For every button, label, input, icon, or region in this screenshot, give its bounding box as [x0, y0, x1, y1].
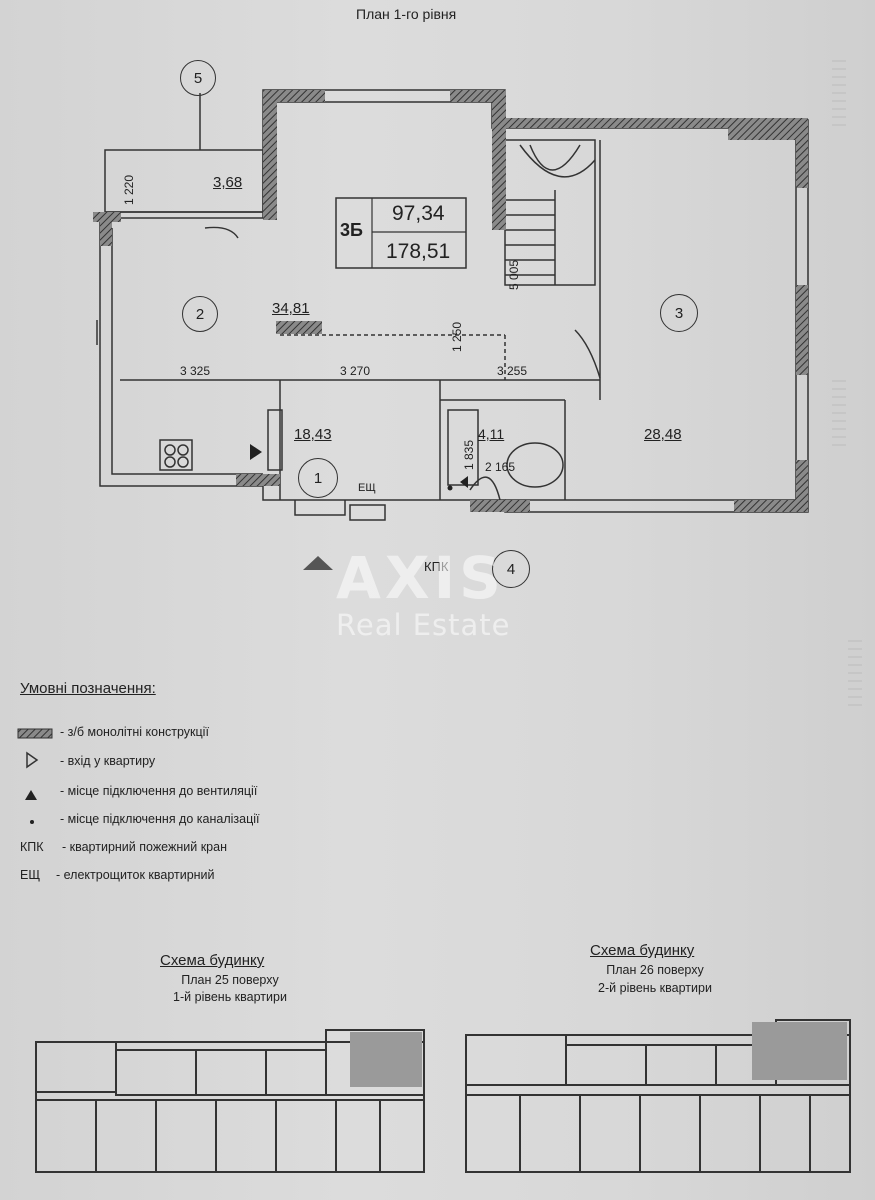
dimension: 3 325 [180, 364, 211, 378]
dimension: 3 255 [497, 364, 528, 378]
dimension: 1 250 [450, 321, 464, 352]
dimension: 5 005 [507, 259, 521, 290]
building-scheme-25 [35, 1029, 425, 1173]
legend-item: - квартирний пожежний кран [62, 840, 227, 854]
legend-item: - вхід у квартиру [60, 754, 156, 768]
room-area-1: 18,43 [294, 426, 332, 443]
room-area-4: 4,11 [478, 426, 505, 442]
scheme-subtitle: 2-й рівень квартири [598, 981, 712, 995]
electrical-panel-marker: ЕЩ [358, 482, 376, 494]
bleed-through-text [832, 380, 846, 450]
scheme-subtitle: План 25 поверху [181, 973, 279, 987]
watermark-subtitle: Real Estate [336, 608, 511, 642]
room-number-5: 5 [180, 60, 216, 96]
apartment-code: 3Б [340, 220, 363, 240]
bleed-through-text [848, 640, 862, 710]
room-number-2: 2 [182, 296, 218, 332]
bleed-through-text [832, 60, 846, 130]
hatched-wall-icon [17, 728, 53, 739]
fire-hydrant-marker: КПК [424, 559, 449, 574]
scheme-title: Схема будинку [590, 942, 695, 959]
room-area-3: 28,48 [644, 426, 682, 443]
scheme-subtitle: План 26 поверху [606, 963, 704, 977]
sewer-dot-icon [447, 485, 453, 491]
room-area-5: 3,68 [213, 174, 243, 191]
legend-item: - місце підключення до вентиляції [60, 784, 258, 798]
vent-triangle-icon [25, 790, 37, 800]
room-area-2: 34,81 [272, 300, 310, 317]
legend-item: - з/б монолітні конструкції [60, 725, 209, 739]
room-number-4: 4 [492, 550, 530, 588]
entry-arrow-icon [26, 751, 39, 769]
dimension: 1 220 [122, 174, 136, 205]
legend-abbr: КПК [20, 840, 44, 854]
legend-abbr: ЕЩ [20, 868, 41, 882]
room-number-3: 3 [660, 294, 698, 332]
axis-watermark: AXIS Real Estate [336, 548, 511, 642]
dimension: 1 835 [462, 439, 476, 470]
entry-arrow-icon [460, 476, 468, 488]
dimension: 2 165 [485, 460, 516, 474]
apartment-total-area: 178,51 [386, 240, 451, 263]
room-number-1: 1 [298, 458, 338, 498]
sewer-dot-icon [30, 820, 34, 824]
scheme-subtitle: 1-й рівень квартири [173, 990, 287, 1004]
vent-triangle-icon [303, 556, 333, 570]
legend-item: - місце підключення до каналізації [60, 812, 260, 826]
plan-title: План 1-го рівня [356, 6, 457, 22]
legend-title: Умовні позначення: [20, 680, 156, 697]
building-scheme-26 [465, 1019, 851, 1173]
apartment-living-area: 97,34 [392, 202, 445, 225]
entry-arrow-icon [250, 444, 262, 460]
dimension: 3 270 [340, 364, 371, 378]
watermark-brand: AXIS [336, 544, 505, 612]
scheme-title: Схема будинку [160, 952, 265, 969]
legend-item: - електрощиток квартирний [56, 868, 215, 882]
